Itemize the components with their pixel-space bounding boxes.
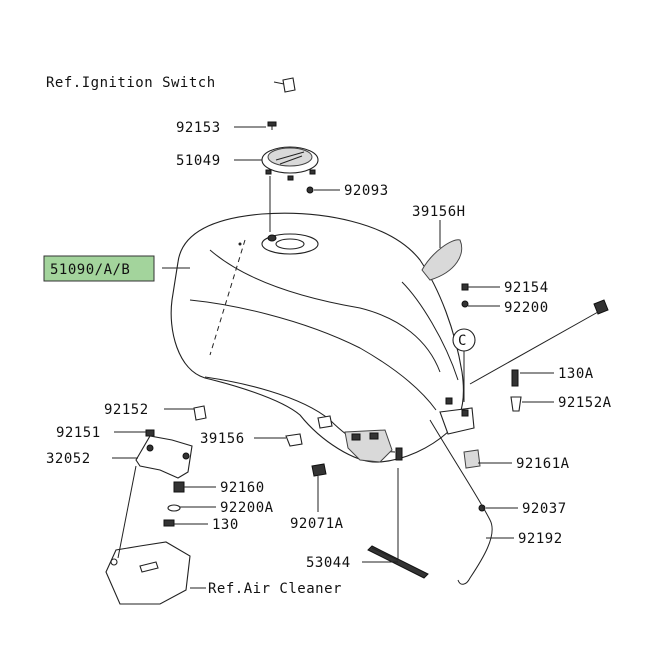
washer-92200 [461, 300, 469, 308]
label-32052: 32052 [46, 451, 91, 467]
bolt-130a [511, 369, 519, 387]
fuel-tank [170, 212, 475, 463]
collar-92152 [193, 405, 207, 421]
part-labels: Ref.Ignition Switch 92153 51049 92093 39… [46, 75, 612, 597]
label-92093: 92093 [344, 183, 389, 199]
bolt-upper-right [593, 299, 609, 315]
leader-lines [112, 81, 599, 589]
label-92151: 92151 [56, 425, 101, 441]
label-39156h: 39156H [412, 204, 466, 220]
label-92200a: 92200A [220, 500, 274, 516]
bolt-92151 [145, 429, 155, 437]
label-51090: 51090/A/B [50, 262, 130, 278]
label-92161a: 92161A [516, 456, 570, 472]
label-92152a: 92152A [558, 395, 612, 411]
label-130a: 130A [558, 366, 594, 382]
grommet-92071a [311, 463, 327, 477]
damper-92161a [463, 449, 481, 469]
label-92153: 92153 [176, 120, 221, 136]
washer-92200a [167, 504, 181, 512]
washer-92093 [306, 186, 314, 194]
fuel-cap [261, 146, 319, 181]
label-92071a: 92071A [290, 516, 344, 532]
label-130: 130 [212, 517, 239, 533]
highlight-box [43, 255, 155, 282]
air-cleaner-bracket [105, 541, 191, 605]
label-92037: 92037 [522, 501, 567, 517]
label-ref-ignition-switch: Ref.Ignition Switch [46, 75, 216, 91]
label-92152: 92152 [104, 402, 149, 418]
label-53044: 53044 [306, 555, 351, 571]
bolt-92154 [461, 283, 469, 291]
pad-39156 [285, 433, 303, 447]
rubber-pad-39156h [421, 239, 462, 281]
hose-92192 [429, 419, 493, 585]
label-92192: 92192 [518, 531, 563, 547]
label-callout-c: C [458, 333, 467, 349]
damper-92160 [173, 481, 185, 493]
label-92160: 92160 [220, 480, 265, 496]
screw-92153 [267, 121, 277, 127]
collar-92152a [510, 396, 522, 412]
bolt-130 [163, 519, 175, 527]
label-92154: 92154 [504, 280, 549, 296]
label-39156: 39156 [200, 431, 245, 447]
label-92200: 92200 [504, 300, 549, 316]
ignition-bolt [282, 77, 296, 93]
label-51049: 51049 [176, 153, 221, 169]
label-ref-air-cleaner: Ref.Air Cleaner [208, 581, 342, 597]
